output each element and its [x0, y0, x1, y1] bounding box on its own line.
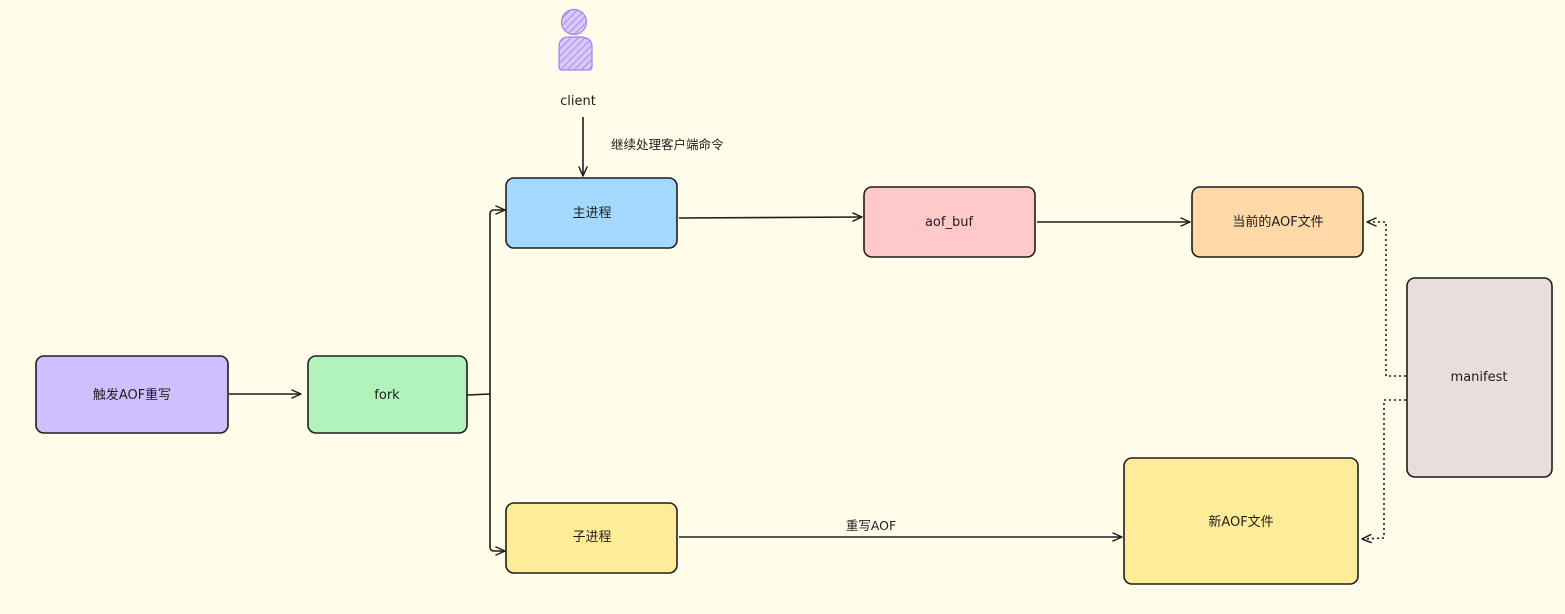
node-child-process: 子进程: [505, 502, 678, 574]
edge-fork-to-child: [489, 394, 506, 556]
node-label-trigger: 触发AOF重写: [93, 387, 171, 403]
node-label-fork: fork: [374, 388, 400, 403]
node-label-manifest: manifest: [1451, 370, 1508, 385]
client-label: client: [560, 94, 596, 109]
node-label-current-aof: 当前的AOF文件: [1232, 214, 1323, 230]
client-actor: client: [558, 8, 596, 109]
person-icon: [558, 8, 593, 71]
edge-label-client-to-main: 继续处理客户端命令: [611, 137, 724, 152]
node-trigger-aof-rewrite: 触发AOF重写: [35, 355, 229, 434]
node-label-main-process: 主进程: [572, 206, 611, 221]
node-manifest: manifest: [1406, 277, 1553, 478]
edge-main-to-aofbuf: [678, 212, 863, 222]
node-label-new-aof: 新AOF文件: [1208, 514, 1273, 530]
node-aof-buf: aof_buf: [863, 186, 1036, 258]
node-label-child-process: 子进程: [572, 530, 611, 545]
node-current-aof-file: 当前的AOF文件: [1191, 186, 1364, 258]
node-label-aof-buf: aof_buf: [925, 215, 973, 230]
edge-manifest-to-current: [1366, 217, 1406, 377]
edge-manifest-to-new: [1361, 399, 1406, 544]
edge-fork-to-main: [466, 205, 506, 396]
node-new-aof-file: 新AOF文件: [1123, 457, 1359, 585]
node-main-process: 主进程: [505, 177, 678, 249]
edge-label-child-to-new: 重写AOF: [846, 518, 896, 533]
node-fork: fork: [307, 355, 468, 434]
